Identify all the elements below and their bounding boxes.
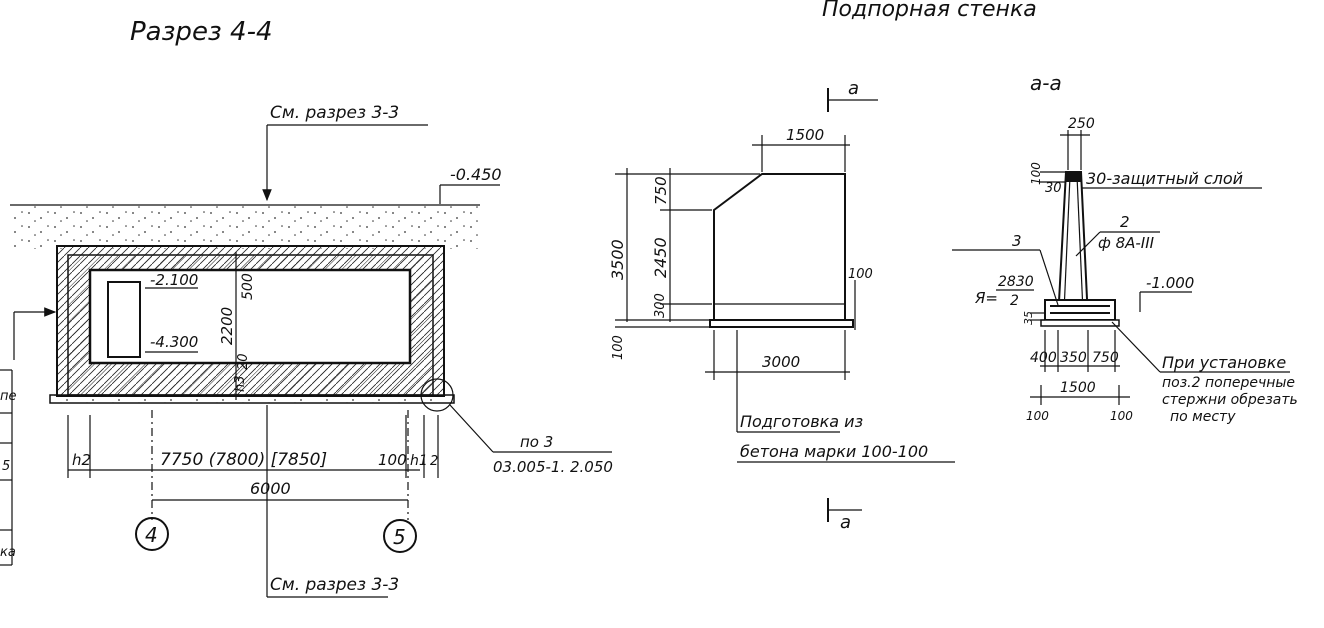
pos3-len-label: Я= [974,289,998,307]
axis-bubble-5 [383,519,417,553]
mark-a-bottom: а [840,512,851,533]
dim-1500-aa: 1500 [1060,380,1096,396]
axis-bubble-4 [135,517,169,551]
table-frag-3: ка [0,545,16,560]
dim-1500: 1500 [786,126,824,144]
pos3-leader [1039,249,1059,306]
axis-5: 5 [393,525,406,549]
title-section-aa: а-а [1030,71,1062,95]
dim-100-aa-r: 100 [1110,409,1133,423]
pos3: 3 [1012,232,1022,250]
rebar-left [1063,175,1071,313]
dim-2200: 2200 [218,307,236,345]
callout-top-text: См. разрез 3-3 [270,103,399,123]
table-frag-2: 5 [2,459,10,474]
dim-2: 2 [430,454,438,469]
dim-750: 750 [652,176,670,205]
elev-ground: -0.450 [450,165,502,184]
label-h1: h1 [410,453,428,469]
rebar-right [1076,175,1084,313]
dim-span: 7750 (7800) [7850] [160,450,327,470]
pos3-len-den: 2 [1010,293,1019,309]
stem-cap [1066,172,1081,182]
node-ref-1: по 3 [520,433,553,451]
cover-note: 30-защитный слой [1086,169,1243,188]
dim-35: 35 [1022,311,1035,325]
pos2-rebar: ф 8А-III [1098,234,1155,252]
pos2-leader [1075,231,1101,257]
title-retaining-wall: Подпорная стенка [822,0,1037,22]
axis-4: 4 [145,523,158,547]
dim-750-aa: 750 [1092,350,1119,366]
dim-250: 250 [1068,116,1095,132]
footing [1044,299,1116,321]
label-h3: h3 [233,375,248,392]
dim-400: 400 [1030,350,1057,366]
note-1: При установке [1162,353,1286,372]
dim-100-left: 100 [611,335,626,360]
callout-bottom-text: См. разрез 3-3 [270,575,399,595]
inner-cavity [88,268,412,365]
node-leader [449,404,494,453]
footing-prep-aa [1040,319,1120,327]
label-h2: h2 [72,451,91,469]
stem-outline [1056,171,1090,321]
dim-100-right: 100 [848,267,873,282]
footing-prep [49,394,455,404]
wall-prep [709,319,854,328]
dim-3000: 3000 [762,353,800,371]
dim-100: 100 [378,451,407,469]
table-frag-1: пе [0,389,17,404]
soil-backfill [10,205,480,249]
dim-100-aa-l: 100 [1026,409,1049,423]
wall-outline [713,173,846,321]
dim-2450: 2450 [651,237,670,278]
dim-100-top: 100 [1029,162,1043,185]
node-ref-2: 03.005-1. 2.050 [493,458,613,476]
dim-350: 350 [1060,350,1087,366]
mark-a-top: а [848,78,859,99]
node-circle [420,378,454,412]
dim-20: 20 [236,353,251,370]
elev-top-opening: -2.100 [150,271,198,289]
title-section-4-4: Разрез 4-4 [130,17,273,47]
note-4: по месту [1170,409,1236,425]
opening [107,281,141,358]
note-2: поз.2 поперечные [1162,375,1295,391]
dim-3500: 3500 [608,239,627,280]
note-3: стержни обрезать [1162,392,1298,408]
elev-bottom-opening: -4.300 [150,333,198,351]
dim-300: 300 [653,293,668,318]
pos2: 2 [1120,213,1130,231]
prep-note-2: бетона марки 100-100 [740,442,928,461]
dim-30: 30 [1045,181,1062,196]
dim-6000: 6000 [250,479,291,498]
pos3-len-num: 2830 [998,274,1034,290]
dim-500: 500 [240,273,256,300]
elev-1000: -1.000 [1146,274,1194,292]
note-leader [1111,321,1161,373]
prep-note-1: Подготовка из [740,412,863,431]
